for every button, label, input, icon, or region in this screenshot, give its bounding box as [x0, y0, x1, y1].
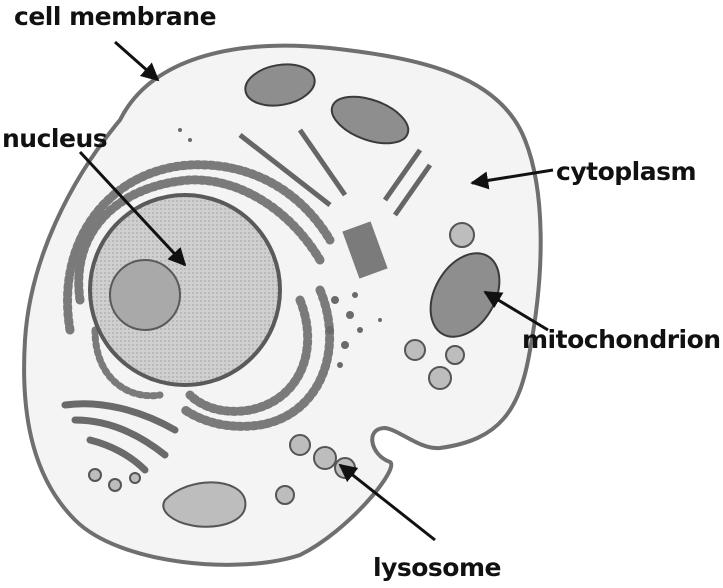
- arrow-cell-membrane: [115, 42, 158, 80]
- cell-membrane-label: cell membrane: [14, 4, 216, 29]
- mitochondrion-label: mitochondrion: [522, 327, 721, 352]
- nucleolus: [110, 260, 180, 330]
- lysosome-label: lysosome: [373, 555, 501, 580]
- cytoplasm-label: cytoplasm: [556, 159, 696, 184]
- nucleus-label: nucleus: [2, 126, 107, 151]
